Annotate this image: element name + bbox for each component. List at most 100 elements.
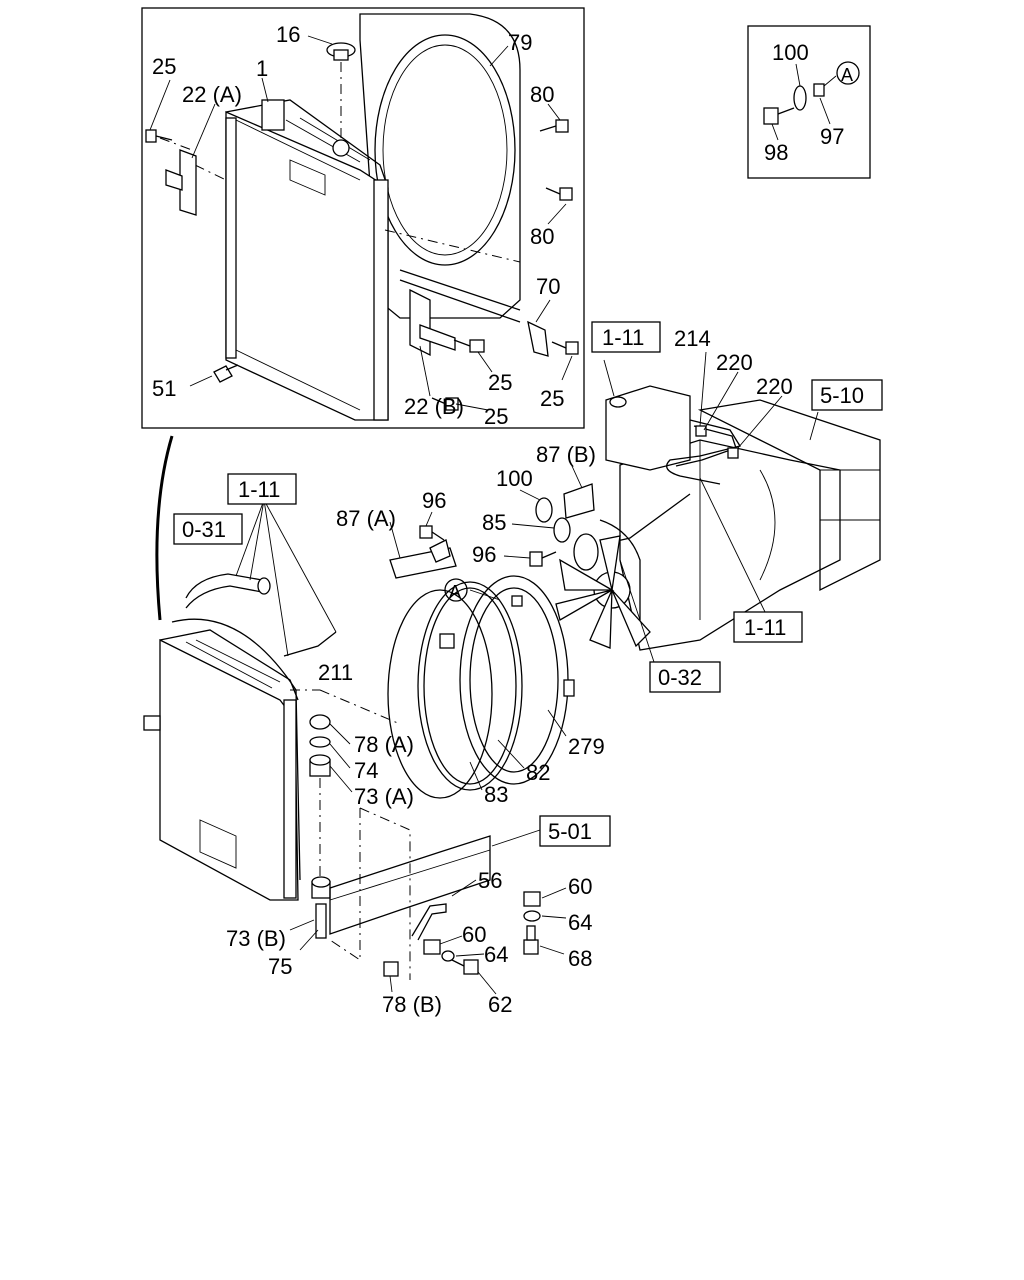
callout-96: 96 xyxy=(472,542,496,567)
hose-211 xyxy=(283,631,337,657)
callout-64: 64 xyxy=(568,910,592,935)
ref-box-5-01: 5-01 xyxy=(539,815,611,847)
mount-stack-a xyxy=(309,714,331,777)
hose-upper xyxy=(185,573,271,609)
callout-78a: 78 (A) xyxy=(354,732,414,757)
callout-279: 279 xyxy=(568,734,605,759)
clamp-220b xyxy=(727,447,739,459)
nut-60b xyxy=(423,939,441,955)
fan-shroud-279 xyxy=(459,575,575,785)
callout-25: 25 xyxy=(152,54,176,79)
callout-211: 211 xyxy=(318,660,353,685)
bolt-96a xyxy=(419,525,445,541)
callout-82: 82 xyxy=(526,760,550,785)
callout-22a: 22 (A) xyxy=(182,82,242,107)
ref-label: 1-11 xyxy=(744,615,786,640)
callout-80: 80 xyxy=(530,224,554,249)
washer-64b xyxy=(441,950,455,962)
reservoir-tank xyxy=(605,385,691,471)
callout-100: 100 xyxy=(772,40,809,65)
callout-60: 60 xyxy=(462,922,486,947)
ref-box-1-11: 1-11 xyxy=(591,321,661,353)
callout-75: 75 xyxy=(268,954,292,979)
idler-85 xyxy=(553,517,571,543)
callout-74: 74 xyxy=(354,758,378,783)
callout-1: 1 xyxy=(256,56,268,81)
washer-inset-frame xyxy=(747,25,871,179)
callout-25: 25 xyxy=(488,370,512,395)
callout-96: 96 xyxy=(422,488,446,513)
callout-87a: 87 (A) xyxy=(336,506,396,531)
radiator-detail-frame xyxy=(141,7,585,429)
callout-16: 16 xyxy=(276,22,300,47)
cap-16 xyxy=(326,42,356,61)
callout-79: 79 xyxy=(508,30,532,55)
clamp-220a xyxy=(695,425,707,437)
callout-62: 62 xyxy=(488,992,512,1017)
washer-64a xyxy=(523,910,541,922)
radiator-detail xyxy=(225,99,389,421)
ref-label: 5-10 xyxy=(820,383,864,408)
bracket-22a xyxy=(165,149,197,216)
bolt-25d xyxy=(551,341,579,355)
callout-83: 83 xyxy=(484,782,508,807)
bracket-87b xyxy=(563,483,595,519)
fan-pulley xyxy=(573,533,599,571)
washer-100b xyxy=(535,497,553,523)
collar-97 xyxy=(813,83,825,97)
washer-100 xyxy=(793,85,807,111)
ref-box-0-31: 0-31 xyxy=(173,513,243,545)
ref-label: 1-11 xyxy=(238,477,280,502)
bracket-87a xyxy=(389,539,457,579)
circle-mark-label: A xyxy=(449,582,461,602)
callout-73a: 73 (A) xyxy=(354,784,414,809)
ring-83 xyxy=(387,589,493,799)
bolt-62 xyxy=(451,959,479,975)
callout-22b: 22 (B) xyxy=(404,394,464,419)
bolt-25a xyxy=(145,129,173,143)
callout-220: 220 xyxy=(716,350,753,375)
callout-87b: 87 (B) xyxy=(536,442,596,467)
ref-label: 1-11 xyxy=(602,325,644,350)
ref-label: 5-01 xyxy=(548,819,592,844)
mount-stack-b xyxy=(311,876,331,939)
bracket-22b xyxy=(409,288,456,357)
callout-97: 97 xyxy=(820,124,844,149)
radiator-main xyxy=(143,618,301,901)
callout-56: 56 xyxy=(478,868,502,893)
callout-80: 80 xyxy=(530,82,554,107)
callout-68: 68 xyxy=(568,946,592,971)
callout-70: 70 xyxy=(536,274,560,299)
ref-box-5-10: 5-10 xyxy=(811,379,883,411)
crossmember-5-01 xyxy=(329,807,491,980)
bolt-98 xyxy=(763,107,795,125)
circle-mark-label: A xyxy=(841,65,853,85)
seal-ring-82 xyxy=(417,581,523,791)
callout-60: 60 xyxy=(568,874,592,899)
bolt-96b xyxy=(529,551,557,567)
callout-64: 64 xyxy=(484,942,508,967)
ref-box-1-11: 1-11 xyxy=(227,473,297,505)
ref-box-1-11: 1-11 xyxy=(733,611,803,643)
callout-214: 214 xyxy=(674,326,711,351)
bolt-80a xyxy=(539,119,569,133)
circle-mark-a: A xyxy=(836,61,860,85)
nut-78b xyxy=(383,961,399,977)
callout-25: 25 xyxy=(540,386,564,411)
frame-rail xyxy=(697,399,881,592)
callout-78b: 78 (B) xyxy=(382,992,442,1017)
bolt-25b xyxy=(453,339,485,353)
cooling-fan xyxy=(555,535,651,649)
callout-98: 98 xyxy=(764,140,788,165)
callout-100: 100 xyxy=(496,466,533,491)
bracket-70 xyxy=(527,320,549,357)
ref-label: 0-31 xyxy=(182,517,226,542)
circle-mark-a: A xyxy=(444,578,468,602)
bracket-56 xyxy=(411,903,447,941)
callout-220: 220 xyxy=(756,374,793,399)
drain-plug-51 xyxy=(213,364,239,383)
engine-block xyxy=(599,439,841,651)
callout-73b: 73 (B) xyxy=(226,926,286,951)
ref-box-0-32: 0-32 xyxy=(649,661,721,693)
